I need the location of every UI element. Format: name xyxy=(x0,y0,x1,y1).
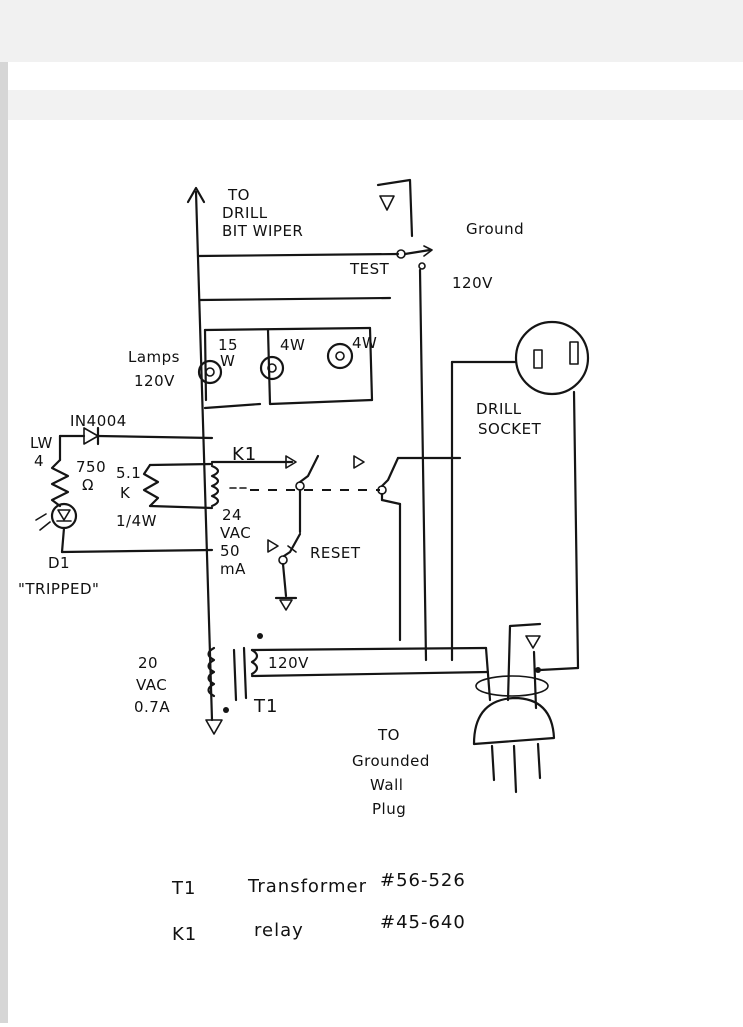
label-sec-vac: VAC xyxy=(136,676,167,694)
svg-text:BIT WIPER: BIT WIPER xyxy=(222,222,303,240)
label-res-750: 750 xyxy=(76,458,106,476)
label-to-grounded-wall-plug: TO Grounded Wall Plug xyxy=(352,726,430,818)
lamp-4w-b xyxy=(326,342,354,370)
label-res-750-ohm: Ω xyxy=(82,476,94,494)
svg-text:Transformer: Transformer xyxy=(247,876,367,897)
resistor-5k1 xyxy=(142,462,214,510)
svg-text:#56-526: #56-526 xyxy=(380,870,466,891)
label-diode: IN4004 xyxy=(70,412,127,430)
parts-list: T1 Transformer #56-526 K1 relay #45-640 xyxy=(171,870,466,945)
label-tripped: "TRIPPED" xyxy=(18,580,99,598)
label-sec-07a: 0.7A xyxy=(134,698,170,716)
svg-text:T1: T1 xyxy=(171,878,196,899)
svg-text:TO: TO xyxy=(377,726,400,744)
drill-socket xyxy=(450,320,590,670)
svg-text:Grounded: Grounded xyxy=(352,752,430,770)
label-sec-20: 20 xyxy=(138,654,158,672)
label-to-drill-bit-wiper: TO DRILL BIT WIPER xyxy=(222,186,303,240)
label-test: TEST xyxy=(349,260,390,278)
label-relay-24: 24 xyxy=(222,506,242,524)
svg-text:SOCKET: SOCKET xyxy=(478,420,542,438)
label-res-51-k: K xyxy=(120,484,131,502)
relay-coil-k1 xyxy=(210,464,247,508)
wall-plug xyxy=(472,675,556,794)
label-lamp-15-w: W xyxy=(220,352,235,370)
label-lamp-4w-a: 4W xyxy=(280,336,305,354)
ground-symbol-top xyxy=(376,178,414,238)
test-line xyxy=(196,245,433,270)
lamp-15w xyxy=(197,359,223,385)
label-lamp-15: 15 xyxy=(218,336,238,354)
label-lw: LW xyxy=(30,434,53,452)
svg-text:#45-640: #45-640 xyxy=(380,912,466,933)
scan-edge xyxy=(0,0,8,1023)
transformer-t1 xyxy=(207,633,492,713)
lamp-4w-a xyxy=(259,355,285,381)
svg-text:K1: K1 xyxy=(172,924,197,945)
lamp-bank xyxy=(197,296,392,410)
svg-text:TO: TO xyxy=(227,186,250,204)
parts-row-k1: K1 relay #45-640 xyxy=(172,912,466,945)
scan-noise-band xyxy=(0,90,743,120)
label-ground: Ground xyxy=(466,220,524,238)
scan-top-edge xyxy=(0,0,743,62)
label-relay-ma: mA xyxy=(220,560,246,578)
label-drill-socket: DRILL SOCKET xyxy=(476,400,542,438)
reset-switch xyxy=(267,532,302,611)
svg-text:DRILL: DRILL xyxy=(476,400,522,418)
label-res-51-w: 1/4W xyxy=(116,512,157,530)
label-lw-4: 4 xyxy=(34,452,44,470)
led-branch xyxy=(35,458,214,554)
label-lamps: Lamps 120V xyxy=(128,348,180,390)
svg-text:DRILL: DRILL xyxy=(222,204,268,222)
svg-text:120V: 120V xyxy=(134,372,175,390)
relay-contacts xyxy=(210,454,462,642)
label-lamp-4w-b: 4W xyxy=(352,334,377,352)
parts-row-t1: T1 Transformer #56-526 xyxy=(171,870,466,899)
label-d1: D1 xyxy=(48,554,70,572)
label-reset: RESET xyxy=(310,544,361,562)
svg-text:Plug: Plug xyxy=(372,800,406,818)
label-k1: K1 xyxy=(232,444,257,465)
svg-text:Lamps: Lamps xyxy=(128,348,180,366)
label-120v-top: 120V xyxy=(452,274,493,292)
main-bus xyxy=(186,186,223,735)
label-relay-50: 50 xyxy=(220,542,240,560)
label-t1: T1 xyxy=(253,696,278,717)
led-d1 xyxy=(50,502,78,530)
diode-branch xyxy=(58,426,214,462)
svg-text:relay: relay xyxy=(254,920,304,941)
svg-text:Wall: Wall xyxy=(370,776,403,794)
label-relay-vac: VAC xyxy=(220,524,251,542)
label-res-51: 5.1 xyxy=(116,464,141,482)
label-pri-120v: 120V xyxy=(268,654,309,672)
